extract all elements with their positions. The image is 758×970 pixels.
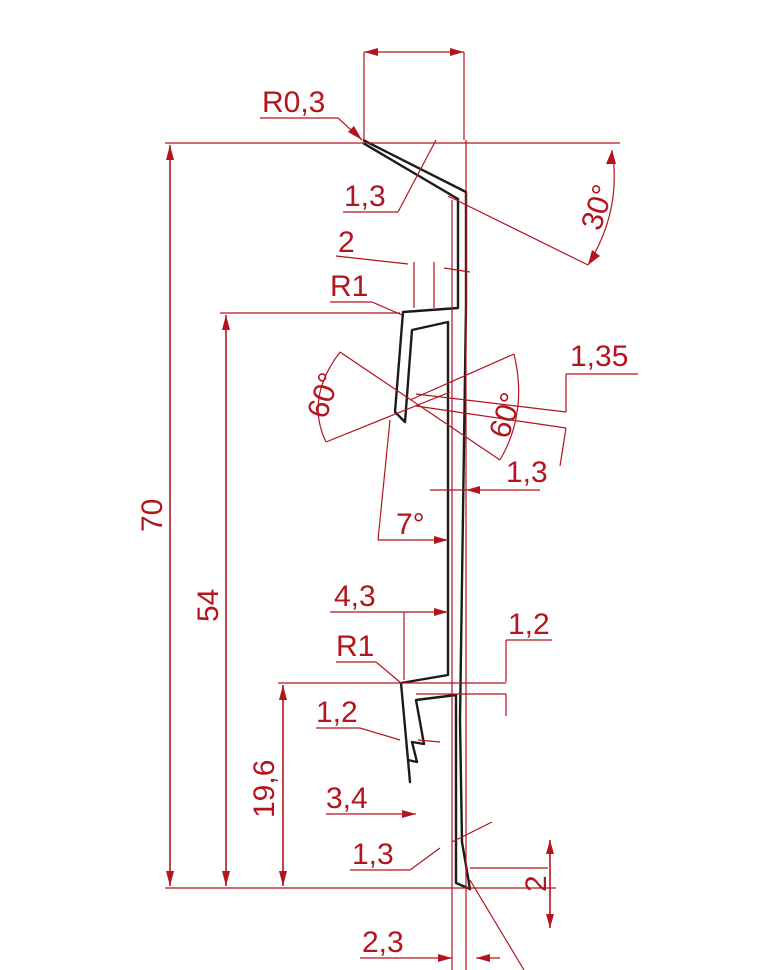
label-height-2: 2 [520,875,553,892]
label-width-43: 4,3 [334,580,376,613]
label-gap-2: 2 [338,226,355,259]
label-thickness-top: 1,3 [344,180,386,213]
label-thickness-mid: 1,3 [506,456,548,489]
label-angle-60-right: 60° [483,389,528,442]
label-angle-7: 7° [396,508,425,541]
dimension-labels: R0,3 1,3 30° 2 R1 1,35 60° 60° 1,3 7° 70… [136,86,628,959]
label-angle-60-left: 60° [301,369,346,422]
label-height-196: 19,6 [248,760,281,818]
label-angle-30: 30° [575,181,620,234]
label-thickness-bottom: 1,3 [352,838,394,871]
label-thickness-12-top: 1,2 [508,608,550,641]
arrow-heads [166,48,616,962]
label-thickness-135: 1,35 [570,340,628,373]
dimension-lines [165,51,638,970]
label-thickness-12-low: 1,2 [316,696,358,729]
label-r-low: R1 [336,630,374,663]
label-r-top: R0,3 [262,86,325,119]
label-height-70: 70 [136,499,169,532]
label-height-54: 54 [192,589,225,622]
label-width-23: 2,3 [362,926,404,959]
profile-outline [362,138,472,891]
label-width-34: 3,4 [326,782,368,815]
label-r-mid: R1 [330,270,368,303]
